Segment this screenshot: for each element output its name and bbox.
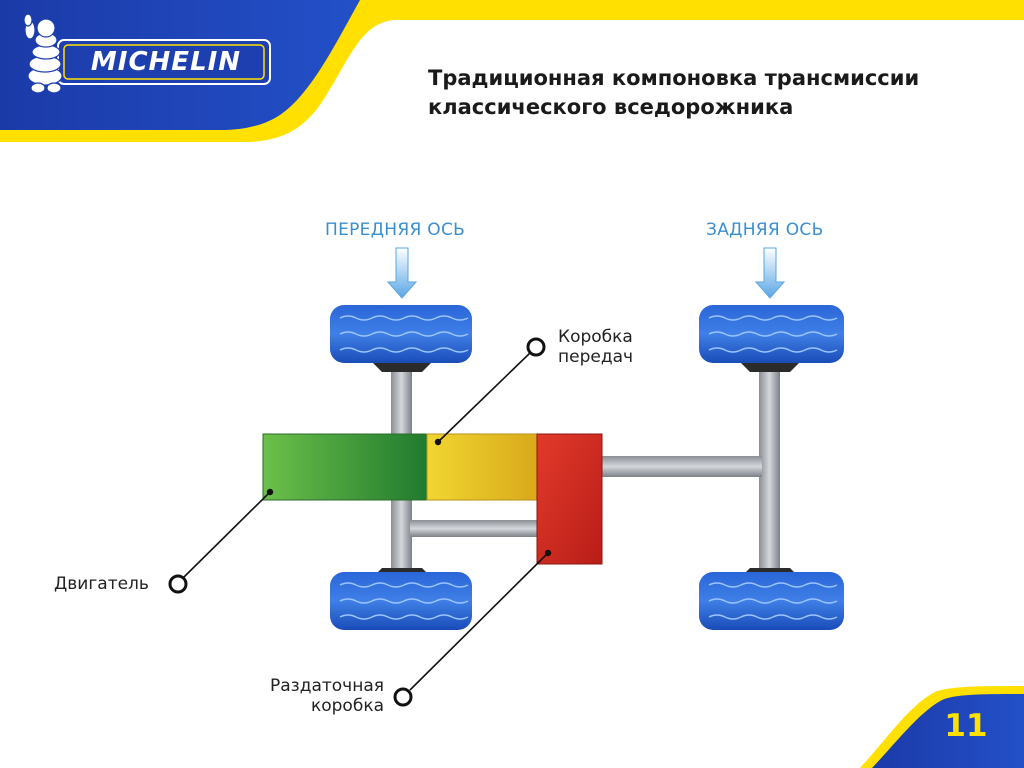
rear-axle-shaft (759, 365, 780, 575)
engine-label: Двигатель (54, 574, 149, 594)
rear-axle-label: ЗАДНЯЯ ОСЬ (706, 220, 824, 240)
callout-lines (183, 352, 549, 691)
gearbox-label: Коробка передач (558, 327, 633, 367)
title-line-2: классического вседорожника (428, 95, 794, 119)
gearbox-label-line-1: Коробка (558, 327, 633, 347)
corner-blue (872, 694, 1024, 768)
rear-axle-arrow (754, 247, 786, 299)
callout-dots (266, 438, 552, 557)
michelin-logo (57, 39, 271, 85)
callout-rings (168, 337, 546, 707)
tire-rear-left (699, 305, 844, 363)
engine-block (262, 433, 429, 501)
tire-front-right (330, 572, 472, 630)
transfer-case-block (536, 433, 603, 565)
front-axle-arrow (386, 247, 418, 299)
gearbox-block (426, 433, 538, 501)
tire-front-left (330, 305, 472, 363)
front-propeller-shaft (410, 520, 538, 537)
gearbox-label-line-2: передач (558, 347, 634, 367)
rear-propeller-shaft (600, 456, 762, 477)
logo-text: MICHELIN (90, 47, 242, 77)
transfer-case-label-line-2: коробка (310, 696, 384, 716)
front-axle-label: ПЕРЕДНЯЯ ОСЬ (325, 220, 466, 240)
page-title: Традиционная компоновка трансмиссии клас… (428, 64, 988, 122)
transfer-case-label-line-1: Раздаточная (270, 676, 384, 696)
title-line-1: Традиционная компоновка трансмиссии (428, 66, 920, 90)
page-number: 11 (944, 708, 988, 744)
transfer-case-label: Раздаточная коробка (254, 676, 384, 716)
tire-rear-right (699, 572, 844, 630)
bibendum-mascot (23, 13, 63, 94)
